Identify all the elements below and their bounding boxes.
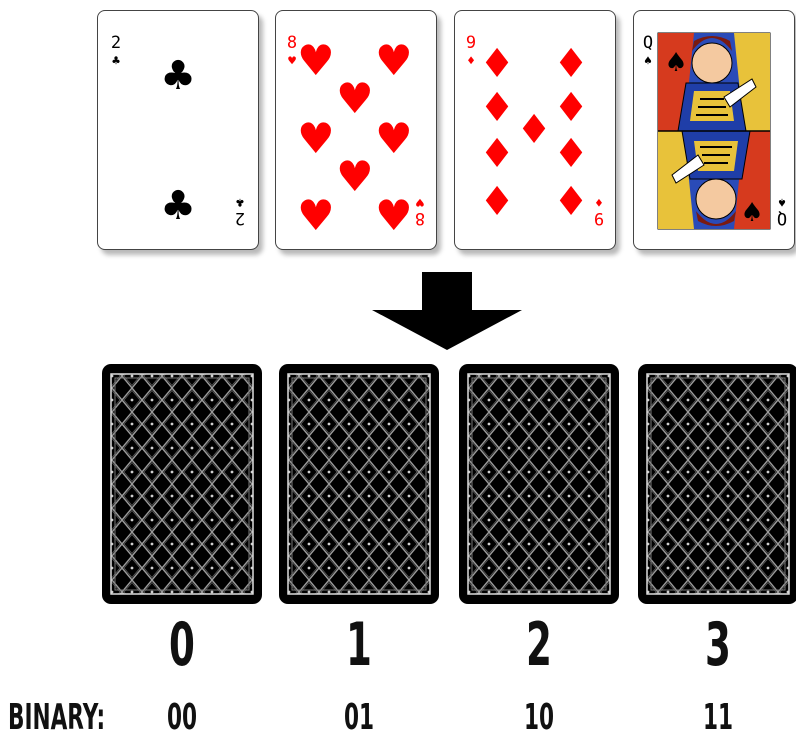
card-rank-rotated: 9 xyxy=(589,209,609,226)
svg-text:♦: ♦ xyxy=(516,107,552,153)
svg-text:♦: ♦ xyxy=(479,179,515,225)
svg-text:♥: ♥ xyxy=(297,114,335,163)
card-back-position-1 xyxy=(279,364,439,604)
position-number-3: 3 xyxy=(668,607,767,683)
svg-text:♦: ♦ xyxy=(553,179,589,225)
card-back-position-0 xyxy=(102,364,262,604)
svg-text:♦: ♦ xyxy=(553,41,589,87)
svg-text:♦: ♦ xyxy=(479,41,515,87)
card-rank-rotated: 8 xyxy=(410,209,430,226)
playing-card-8-of-hearts: 8 ♥ ♥♥ ♥ ♥♥ ♥ ♥♥ 8 ♥ xyxy=(275,10,437,250)
svg-text:♠: ♠ xyxy=(740,198,763,228)
card-corner-suit-rotated: ♦ xyxy=(589,193,609,210)
card-rank-rotated: 2 xyxy=(230,209,250,226)
position-number-1: 1 xyxy=(309,607,408,683)
binary-value-0: 00 xyxy=(146,694,218,742)
card-corner-suit: ♦ xyxy=(461,53,481,70)
svg-text:♥: ♥ xyxy=(297,36,335,85)
card-corner-suit-rotated: ♠ xyxy=(772,193,792,210)
playing-card-9-of-diamonds: 9 ♦ ♦♦ ♦♦ ♦ ♦♦ ♦♦ 9 ♦ xyxy=(454,10,616,250)
card-corner-suit: ♥ xyxy=(282,53,302,70)
svg-text:♥: ♥ xyxy=(375,191,413,240)
card-corner-suit-rotated: ♥ xyxy=(410,193,430,210)
playing-card-queen-of-spades: Q ♠ ♠ ♠ Q ♠ xyxy=(633,10,795,250)
position-number-2: 2 xyxy=(489,607,588,683)
binary-value-1: 01 xyxy=(323,694,395,742)
card-back-position-2 xyxy=(459,364,619,604)
svg-text:♦: ♦ xyxy=(479,131,515,177)
card-corner-suit-rotated: ♣ xyxy=(230,193,250,210)
card-rank-rotated: Q xyxy=(772,209,792,226)
svg-text:♥: ♥ xyxy=(375,114,413,163)
down-arrow-icon xyxy=(372,272,522,352)
svg-text:♥: ♥ xyxy=(336,74,374,123)
binary-value-2: 10 xyxy=(503,694,575,742)
svg-text:♦: ♦ xyxy=(553,85,589,131)
svg-text:♥: ♥ xyxy=(336,152,374,201)
svg-text:♣: ♣ xyxy=(160,53,196,99)
card-corner-suit: ♠ xyxy=(638,53,658,70)
binary-label: BINARY: xyxy=(8,694,92,742)
binary-value-3: 11 xyxy=(682,694,754,742)
card-corner-suit: ♣ xyxy=(106,53,126,70)
card-rank: 2 xyxy=(106,35,126,52)
svg-text:♣: ♣ xyxy=(160,183,196,229)
svg-text:♠: ♠ xyxy=(664,48,687,78)
svg-text:♥: ♥ xyxy=(297,191,335,240)
card-rank: Q xyxy=(638,35,658,52)
svg-text:♦: ♦ xyxy=(479,85,515,131)
svg-text:♦: ♦ xyxy=(553,131,589,177)
svg-text:♥: ♥ xyxy=(375,36,413,85)
playing-card-2-of-clubs: 2 ♣ ♣ ♣ 2 ♣ xyxy=(97,10,259,250)
card-rank: 9 xyxy=(461,35,481,52)
card-back-position-3 xyxy=(638,364,796,604)
card-rank: 8 xyxy=(282,35,302,52)
queen-portrait: ♠ ♠ xyxy=(634,11,794,249)
position-number-0: 0 xyxy=(132,607,231,683)
